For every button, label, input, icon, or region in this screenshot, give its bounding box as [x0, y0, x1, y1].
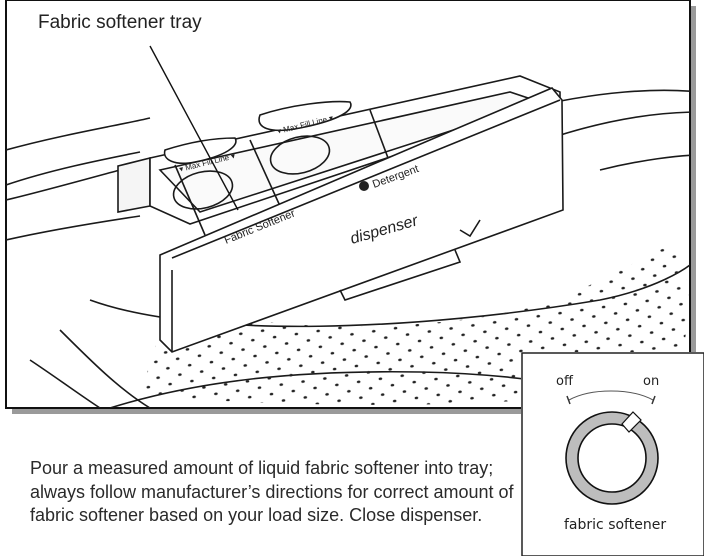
knob-off-label: off — [556, 374, 573, 389]
cabinet-edge-line — [6, 117, 151, 151]
knob-on-label: on — [643, 374, 660, 389]
knob-pointer — [621, 411, 642, 433]
knob-name-label: fabric softener — [564, 517, 667, 533]
washer-drawing: ▾ Max Fill Line ▾ ▾ Max Fill Line ▾ Fabr… — [5, 0, 696, 414]
fabric-softener-knob-inset: off on fabric softener — [521, 352, 704, 556]
detergent-icon — [359, 181, 369, 191]
knob-panel — [521, 352, 704, 556]
callout-leader-line — [149, 45, 239, 211]
callout-fabric-softener-tray: Fabric softener tray — [38, 12, 202, 33]
instructions-text: Pour a measured amount of liquid fabric … — [30, 458, 514, 525]
dispenser-illustration: ▾ Max Fill Line ▾ ▾ Max Fill Line ▾ Fabr… — [5, 0, 696, 414]
